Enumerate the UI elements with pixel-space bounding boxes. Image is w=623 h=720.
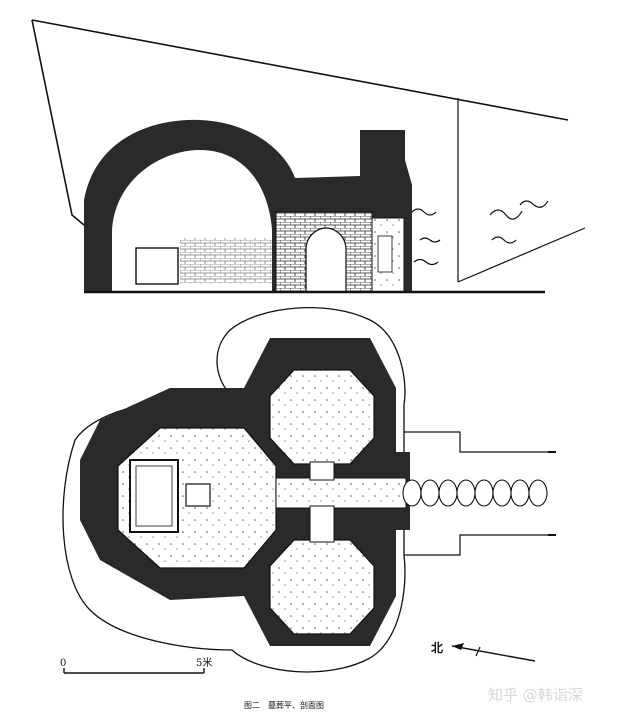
plan-outer-outline [62,307,406,673]
south-side-chamber [269,539,375,635]
central-corridor [275,477,407,509]
south-connector [309,505,335,543]
side-chamber-arch [305,227,347,293]
right-slope [457,227,586,283]
watermark-text: 知乎 @韩诣深 [488,686,583,704]
interior-floor-hatch [180,238,272,284]
soil-mark-2 [489,200,549,244]
ground-line [31,19,85,226]
plan-view [62,307,556,673]
entrance-passage [404,431,548,556]
scale-end-label: 5米 [196,656,212,669]
north-arrow-head [452,643,464,650]
altar-box [185,483,211,507]
soil-mark-1 [411,208,441,266]
north-label: 北 [431,640,443,655]
coffin-bed [129,459,179,533]
north-connector [309,461,335,481]
ground-line-top [31,19,569,121]
scale-bar: 0 5米 [60,656,212,674]
coffin-bed-inner [135,465,173,527]
scale-start-label: 0 [60,658,66,669]
north-arrow: 北 [431,640,536,662]
coffin-platform [135,247,179,285]
figure-caption: 图二 墓葬平、剖面图 [244,700,324,710]
section-view [31,19,586,294]
north-side-chamber [269,369,375,465]
blocking-stones [402,479,548,507]
entrance-niche [377,235,393,273]
